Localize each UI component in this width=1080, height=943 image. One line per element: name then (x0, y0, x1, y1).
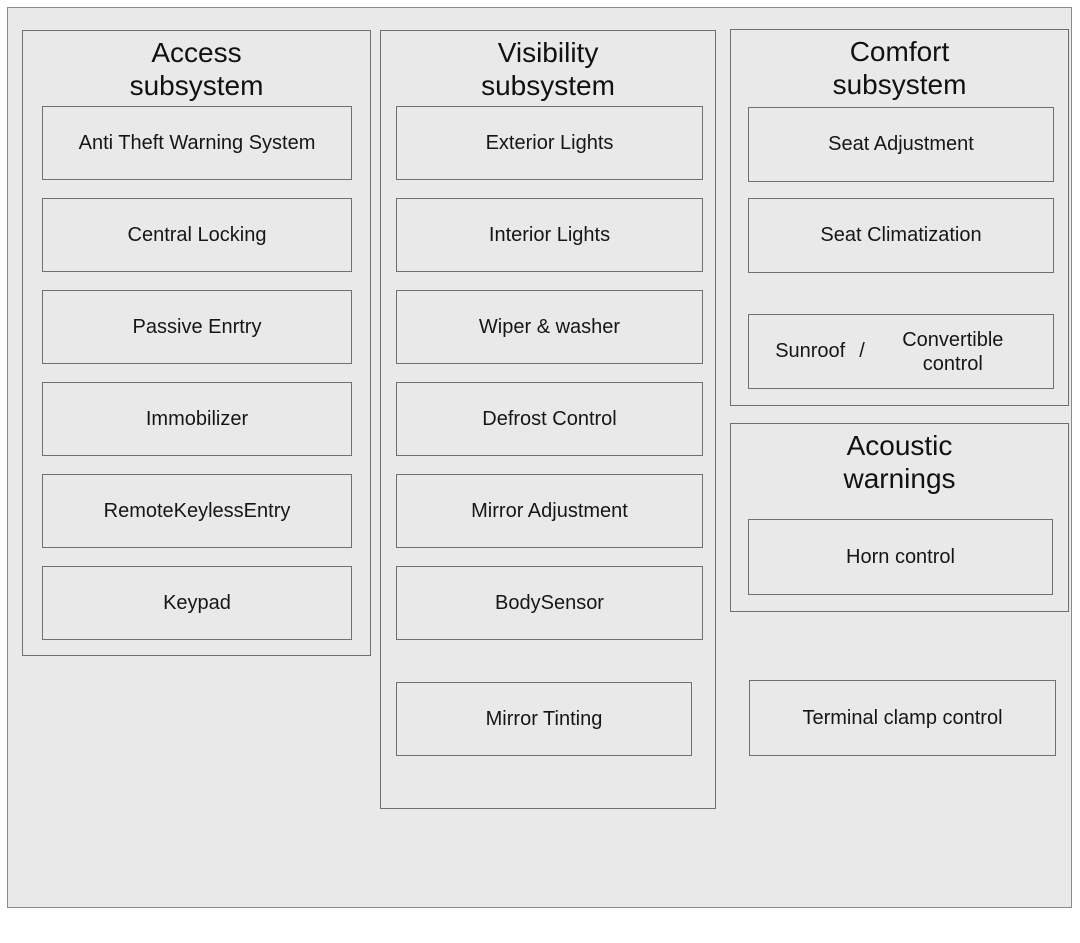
block-label: Horn control (846, 545, 955, 568)
block-defrost-control: Defrost Control (396, 382, 703, 456)
block-passive-entry: Passive Enrtry (42, 290, 352, 364)
block-label: Wiper & washer (478, 315, 621, 338)
comfort-subsystem-group: Comfort subsystem Seat Adjustment Seat C… (730, 29, 1069, 406)
block-exterior-lights: Exterior Lights (396, 106, 703, 180)
block-label: Passive Enrtry (132, 315, 262, 338)
block-label: Exterior Lights (485, 131, 614, 154)
access-subsystem-group: Access subsystem Anti Theft Warning Syst… (22, 30, 371, 656)
block-terminal-clamp-control: Terminal clamp control (749, 680, 1056, 756)
block-keypad: Keypad (42, 566, 352, 640)
block-label: Defrost Control (482, 407, 617, 430)
title-line: Acoustic (846, 430, 953, 461)
block-label: Seat Adjustment (828, 133, 974, 155)
block-interior-lights: Interior Lights (396, 198, 703, 272)
block-label: Mirror Adjustment (471, 499, 628, 522)
block-label: Terminal clamp control (802, 706, 1003, 729)
visibility-subsystem-title: Visibility subsystem (381, 31, 715, 102)
block-label: Seat Climatization (820, 224, 982, 246)
block-label: BodySensor (495, 591, 604, 614)
block-label: Interior Lights (488, 223, 611, 246)
comfort-subsystem-title: Comfort subsystem (731, 30, 1068, 101)
combo-left-label: Sunroof (775, 340, 846, 362)
access-subsystem-title: Access subsystem (23, 31, 370, 102)
block-sunroof-convertible-control: Sunroof / Convertible control (748, 314, 1054, 389)
block-label: Keypad (163, 591, 231, 614)
title-line: subsystem (129, 70, 264, 101)
block-label: RemoteKeylessEntry (103, 499, 291, 522)
block-label: Immobilizer (145, 407, 249, 430)
title-line: warnings (843, 463, 956, 494)
block-central-locking: Central Locking (42, 198, 352, 272)
combo-separator: / (859, 340, 865, 362)
block-label: Anti Theft Warning System (78, 131, 316, 154)
block-seat-climatization: Seat Climatization (748, 198, 1054, 273)
block-wiper-washer: Wiper & washer (396, 290, 703, 364)
block-mirror-tinting: Mirror Tinting (396, 682, 692, 756)
title-line: Comfort (849, 36, 950, 67)
block-immobilizer: Immobilizer (42, 382, 352, 456)
title-line: Access (151, 37, 242, 68)
block-mirror-adjustment: Mirror Adjustment (396, 474, 703, 548)
block-body-sensor: BodySensor (396, 566, 703, 640)
block-seat-adjustment: Seat Adjustment (748, 107, 1054, 182)
block-label: Central Locking (127, 223, 267, 246)
title-line: Visibility (497, 37, 599, 68)
block-anti-theft-warning-system: Anti Theft Warning System (42, 106, 352, 180)
visibility-subsystem-group: Visibility subsystem Exterior Lights Int… (380, 30, 716, 809)
block-horn-control: Horn control (748, 519, 1053, 595)
acoustic-warnings-group: Acoustic warnings Horn control (730, 423, 1069, 612)
combo-right-label: Convertible control (902, 328, 1004, 375)
block-remote-keyless-entry: RemoteKeylessEntry (42, 474, 352, 548)
diagram-canvas: Access subsystem Anti Theft Warning Syst… (7, 7, 1072, 908)
title-line: subsystem (481, 70, 615, 101)
block-label: Mirror Tinting (485, 707, 603, 730)
acoustic-warnings-title: Acoustic warnings (731, 424, 1068, 495)
title-line: subsystem (832, 69, 967, 100)
